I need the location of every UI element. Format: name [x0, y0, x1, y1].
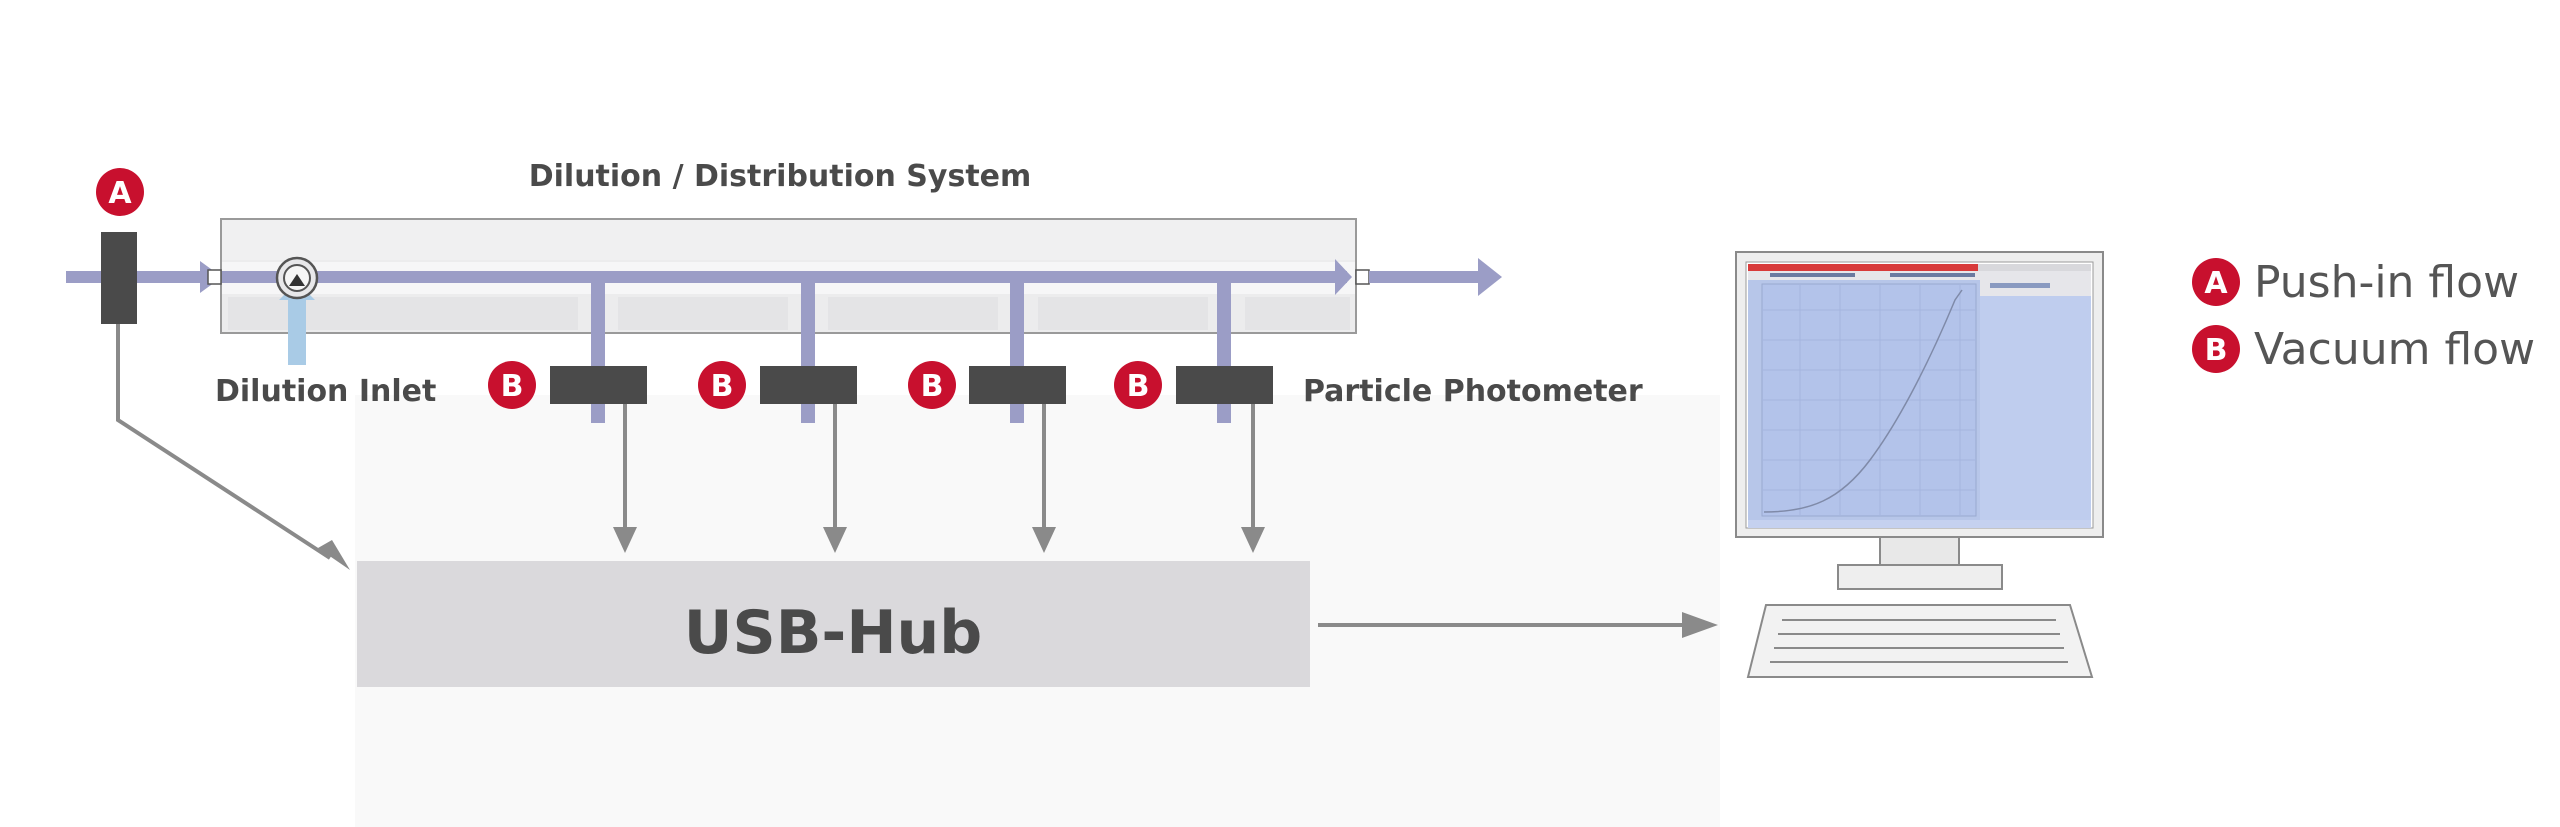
- outlet-connector: [1355, 269, 1370, 285]
- legend: A Push-in flow B Vacuum flow: [2192, 257, 2535, 375]
- svg-text:B: B: [711, 369, 734, 404]
- system-title: Dilution / Distribution System: [529, 159, 1032, 194]
- computer: [1735, 251, 2104, 678]
- usb-hub-box: [357, 561, 1310, 687]
- particle-photometer-label: Particle Photometer: [1303, 374, 1643, 409]
- legend-label-push-in: Push-in flow: [2254, 257, 2519, 308]
- internal-flow-arrow: [222, 259, 1352, 295]
- dilution-inlet-label: Dilution Inlet: [215, 374, 436, 409]
- monitor: [1735, 251, 2104, 538]
- device-a-to-hub-arrow: [116, 324, 350, 570]
- vacuum-tap-1: B: [488, 283, 647, 553]
- svg-text:B: B: [501, 369, 524, 404]
- inlet-connector: [207, 269, 222, 285]
- hub-to-computer-arrow: [1318, 612, 1718, 638]
- monitor-screen: [1748, 264, 2091, 528]
- usb-hub-label: USB-Hub: [684, 598, 982, 668]
- monitor-base: [1837, 564, 2003, 590]
- inlet-flow-arrow: [66, 261, 222, 293]
- badge-b-2: B: [698, 361, 746, 409]
- badge-b-3: B: [908, 361, 956, 409]
- vacuum-tap-2: B: [698, 283, 857, 553]
- legend-item-vacuum: B Vacuum flow: [2192, 324, 2535, 375]
- device-a: [101, 232, 137, 324]
- vacuum-tap-4: B: [1114, 283, 1273, 553]
- dilution-inlet-port: [275, 256, 319, 365]
- svg-text:A: A: [2204, 266, 2228, 301]
- svg-text:B: B: [1127, 369, 1150, 404]
- legend-label-vacuum: Vacuum flow: [2254, 324, 2535, 375]
- badge-b-4: B: [1114, 361, 1162, 409]
- svg-text:A: A: [108, 176, 132, 211]
- outlet-flow-arrow: [1369, 258, 1502, 296]
- vacuum-tap-3: B: [908, 283, 1066, 553]
- badge-a: A: [96, 168, 144, 216]
- legend-item-push-in: A Push-in flow: [2192, 257, 2519, 308]
- badge-b-1: B: [488, 361, 536, 409]
- svg-text:B: B: [921, 369, 944, 404]
- keyboard: [1746, 604, 2094, 678]
- svg-text:B: B: [2205, 333, 2228, 368]
